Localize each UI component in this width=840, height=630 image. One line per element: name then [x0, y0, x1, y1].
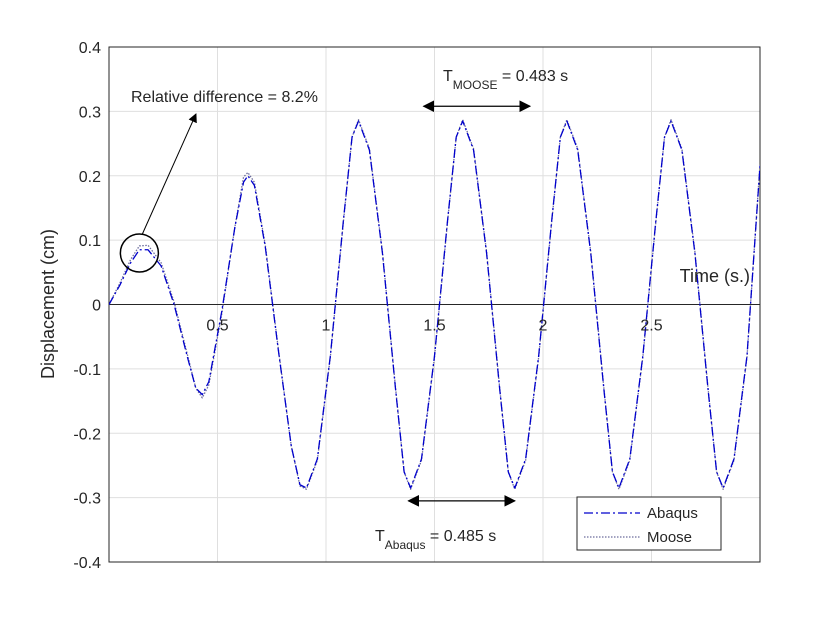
y-tick-label: 0.3	[79, 104, 101, 121]
x-tick-labels: 0.5 1 1.5 2 2.5	[206, 318, 662, 335]
y-tick-label: -0.1	[73, 362, 101, 379]
legend-box	[576, 496, 722, 551]
y-tick-label: 0.4	[79, 40, 101, 57]
series-line-abaqus	[109, 120, 760, 489]
relative-difference-annotation: Relative difference = 8.2%	[119, 89, 318, 273]
x-axis-title: Time (s.)	[680, 266, 750, 286]
difference-arrow	[141, 113, 197, 235]
relative-difference-label: Relative difference = 8.2%	[131, 89, 318, 106]
legend-label-abaqus: Abaqus	[647, 505, 698, 522]
series-group	[109, 119, 760, 490]
x-tick-label: 2	[539, 318, 548, 335]
y-tick-label: 0	[92, 298, 101, 315]
legend: Abaqus Moose	[576, 496, 722, 551]
legend-label-moose: Moose	[647, 529, 692, 546]
x-tick-label: 0.5	[206, 318, 228, 335]
x-tick-label: 2.5	[640, 318, 662, 335]
y-tick-label: -0.2	[73, 426, 101, 443]
x-tick-label: 1	[322, 318, 331, 335]
period-abaqus-label: TAbaqus = 0.485 s	[375, 528, 496, 552]
period-moose-label: TMOOSE = 0.483 s	[443, 68, 568, 92]
period-abaqus-annotation: TAbaqus = 0.485 s	[375, 494, 516, 552]
y-tick-label: -0.4	[73, 555, 101, 572]
y-tick-label: -0.3	[73, 491, 101, 508]
y-tick-label: 0.1	[79, 233, 101, 250]
y-axis-title: Displacement (cm)	[38, 229, 58, 379]
y-tick-label: 0.2	[79, 169, 101, 186]
x-tick-label: 1.5	[423, 318, 445, 335]
period-moose-annotation: TMOOSE = 0.483 s	[422, 68, 568, 113]
difference-circle	[119, 233, 160, 273]
y-tick-labels: -0.4 -0.3 -0.2 -0.1 0 0.1 0.2 0.3 0.4	[73, 40, 101, 572]
